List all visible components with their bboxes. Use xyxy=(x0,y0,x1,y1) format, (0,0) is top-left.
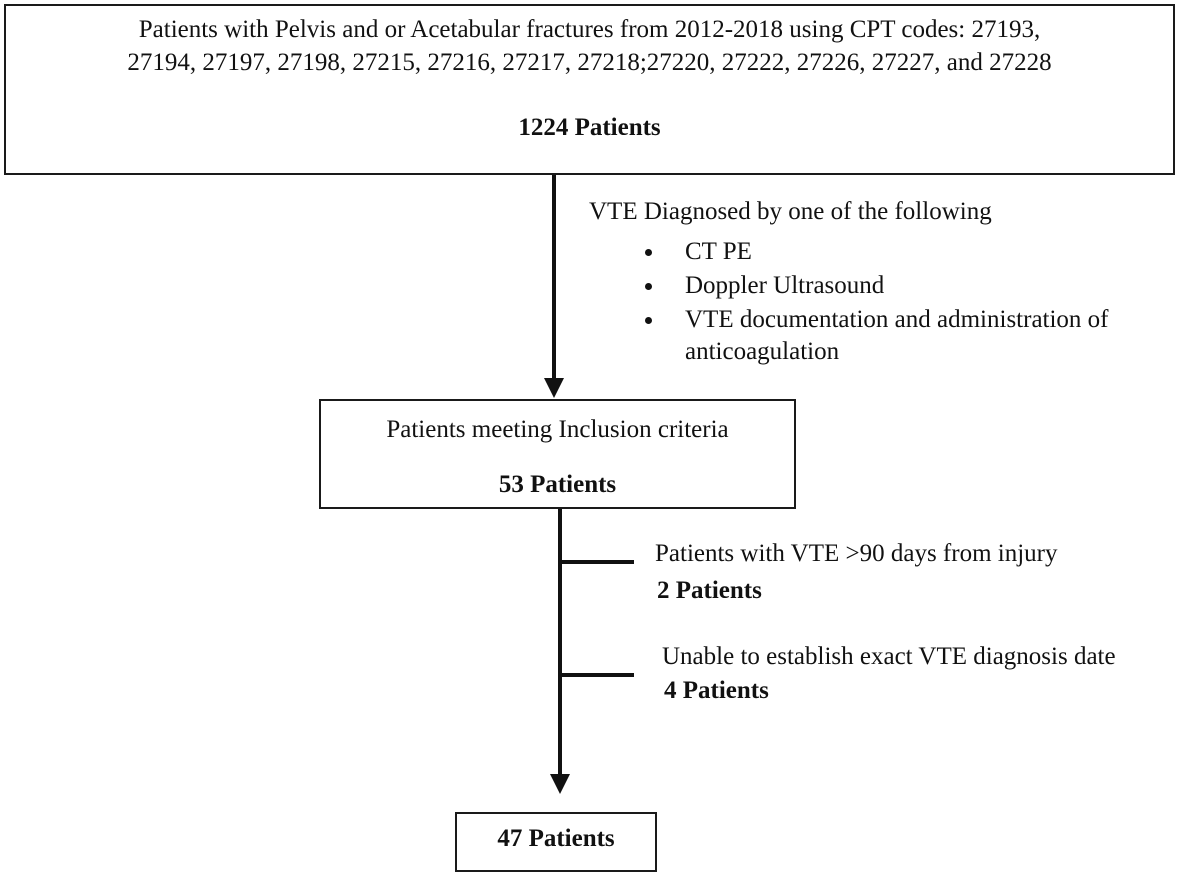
vte-criteria-item: CT PE xyxy=(637,235,1109,269)
final-cohort-box: 47 Patients xyxy=(455,812,657,872)
exclusion-1-label: Patients with VTE >90 days from injury xyxy=(655,540,1058,567)
inclusion-criteria-box: Patients meeting Inclusion criteria 53 P… xyxy=(319,399,796,509)
initial-cohort-text-line2: 27194, 27197, 27198, 27215, 27216, 27217… xyxy=(127,49,1052,76)
vte-criteria-list: CT PE Doppler Ultrasound VTE documentati… xyxy=(637,235,1109,337)
exclusion-1-count: 2 Patients xyxy=(657,577,762,604)
inclusion-criteria-count: 53 Patients xyxy=(498,471,617,498)
exclusion-2-count: 4 Patients xyxy=(664,677,769,704)
exclusion-branch-1 xyxy=(558,560,634,564)
vte-criteria-item-continuation: anticoagulation xyxy=(685,338,840,365)
arrow-shaft-1 xyxy=(552,175,556,379)
vte-criteria-heading: VTE Diagnosed by one of the following xyxy=(589,198,992,225)
initial-cohort-count: 1224 Patients xyxy=(518,114,661,141)
initial-cohort-text-line1: Patients with Pelvis and or Acetabular f… xyxy=(138,16,1041,43)
vte-criteria-item: VTE documentation and administration of xyxy=(637,303,1109,337)
initial-cohort-box: Patients with Pelvis and or Acetabular f… xyxy=(4,4,1175,175)
arrow-shaft-2 xyxy=(558,509,562,777)
exclusion-2-label: Unable to establish exact VTE diagnosis … xyxy=(662,643,1116,670)
exclusion-branch-2 xyxy=(558,673,634,677)
final-cohort-count: 47 Patients xyxy=(497,825,615,852)
arrowhead-2 xyxy=(550,774,570,794)
vte-criteria-item: Doppler Ultrasound xyxy=(637,269,1109,303)
inclusion-criteria-label: Patients meeting Inclusion criteria xyxy=(386,416,729,443)
arrowhead-1 xyxy=(544,378,564,398)
